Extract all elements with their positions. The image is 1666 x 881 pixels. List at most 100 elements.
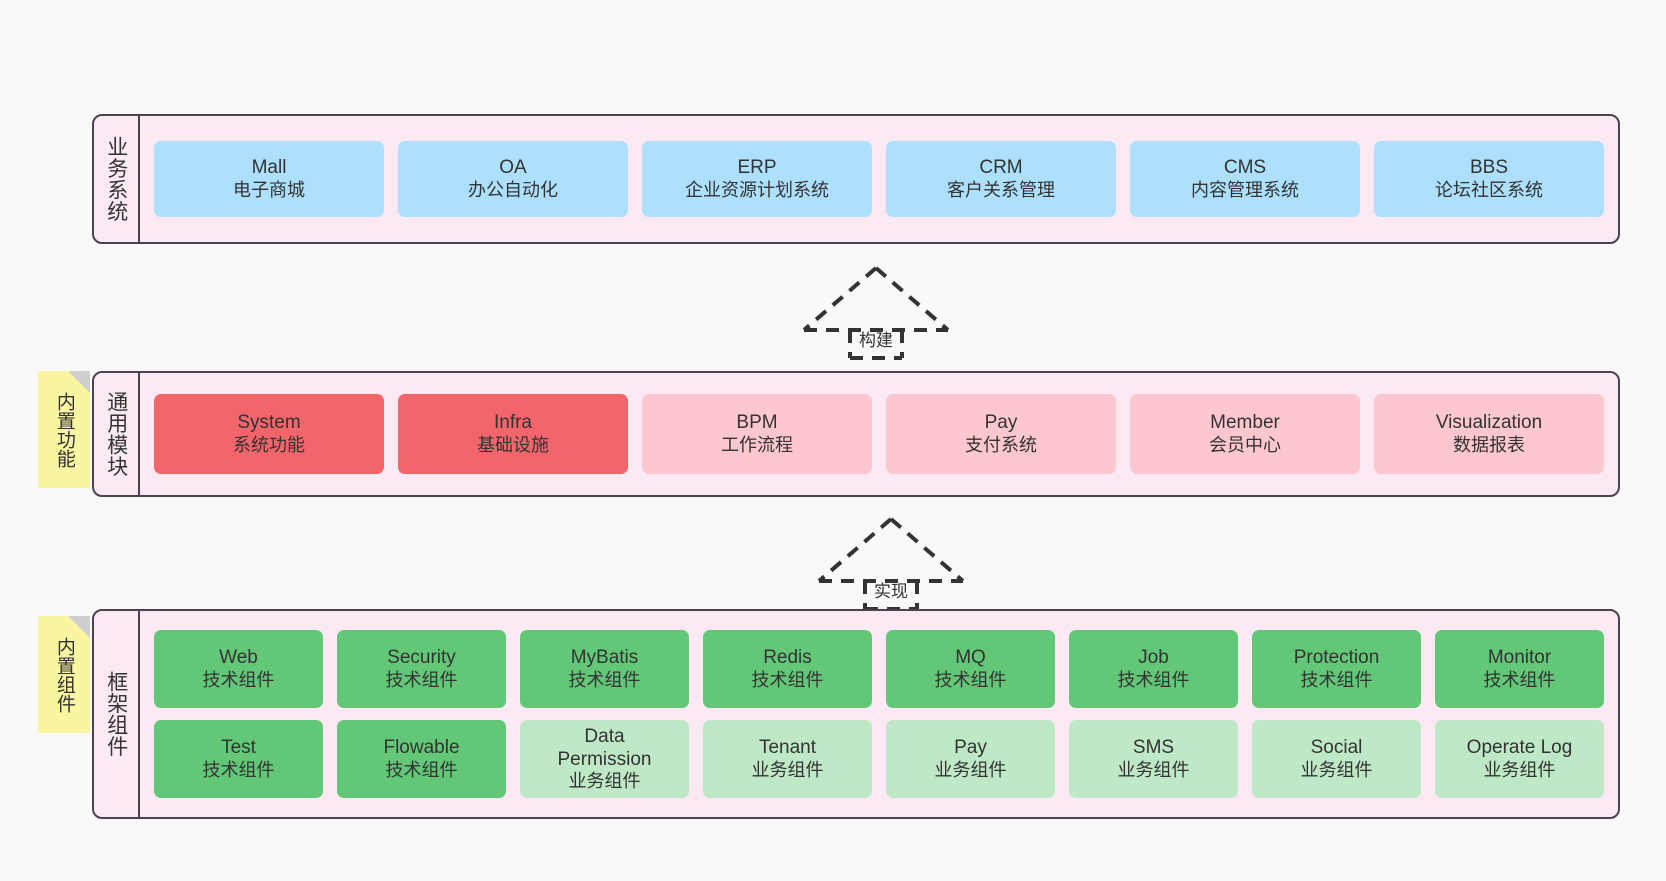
card-subtitle: 数据报表: [1453, 434, 1525, 455]
card-visualization[interactable]: Visualization 数据报表: [1374, 394, 1604, 474]
card-title: Redis: [763, 647, 812, 669]
note-fold-corner-icon: [68, 371, 90, 393]
card-subtitle: 业务组件: [934, 759, 1007, 780]
layer-business-system: 业务系统 Mall 电子商城 OA 办公自动化 ERP 企业资源计划系统 CRM…: [92, 114, 1620, 244]
card-monitor[interactable]: Monitor 技术组件: [1435, 630, 1604, 708]
layer-body-business-system: Mall 电子商城 OA 办公自动化 ERP 企业资源计划系统 CRM 客户关系…: [140, 116, 1618, 242]
card-title: MyBatis: [570, 647, 639, 669]
card-mall[interactable]: Mall 电子商城: [154, 141, 384, 217]
card-erp[interactable]: ERP 企业资源计划系统: [642, 141, 872, 217]
card-subtitle: 办公自动化: [468, 179, 558, 200]
card-subtitle: 客户关系管理: [947, 179, 1055, 200]
card-title: ERP: [737, 157, 777, 179]
card-subtitle: 业务组件: [751, 759, 824, 780]
connector-implement: 实现: [815, 515, 967, 611]
card-mq[interactable]: MQ 技术组件: [886, 630, 1055, 708]
card-data-permission[interactable]: Data Permission 业务组件: [520, 720, 689, 798]
card-test[interactable]: Test 技术组件: [154, 720, 323, 798]
card-tenant[interactable]: Tenant 业务组件: [703, 720, 872, 798]
card-subtitle: 技术组件: [385, 669, 458, 690]
card-flowable[interactable]: Flowable 技术组件: [337, 720, 506, 798]
card-row: Test 技术组件 Flowable 技术组件 Data Permission …: [154, 720, 1604, 798]
card-title: Operate Log: [1466, 737, 1573, 759]
card-title: Visualization: [1435, 412, 1543, 434]
card-web[interactable]: Web 技术组件: [154, 630, 323, 708]
card-redis[interactable]: Redis 技术组件: [703, 630, 872, 708]
card-subtitle: 技术组件: [1300, 669, 1373, 690]
card-title: CMS: [1223, 157, 1267, 179]
card-pay-component[interactable]: Pay 业务组件: [886, 720, 1055, 798]
card-title: Infra: [493, 412, 533, 434]
card-sms[interactable]: SMS 业务组件: [1069, 720, 1238, 798]
card-title: Mall: [251, 157, 287, 179]
card-subtitle: 业务组件: [1483, 759, 1556, 780]
card-title: Monitor: [1487, 647, 1552, 669]
card-title: Flowable: [383, 737, 460, 759]
card-subtitle: 基础设施: [477, 434, 549, 455]
card-title: Web: [219, 647, 258, 669]
card-subtitle: 技术组件: [934, 669, 1007, 690]
card-subtitle: 技术组件: [568, 669, 641, 690]
card-title: Security: [387, 647, 456, 669]
card-subtitle: 业务组件: [1300, 759, 1373, 780]
card-security[interactable]: Security 技术组件: [337, 630, 506, 708]
card-subtitle: 技术组件: [202, 669, 275, 690]
card-title: CRM: [979, 157, 1023, 179]
card-cms[interactable]: CMS 内容管理系统: [1130, 141, 1360, 217]
card-title: MQ: [955, 647, 986, 669]
card-pay[interactable]: Pay 支付系统: [886, 394, 1116, 474]
note-builtin-features: 内置功能: [38, 371, 90, 488]
card-row: Mall 电子商城 OA 办公自动化 ERP 企业资源计划系统 CRM 客户关系…: [154, 141, 1604, 217]
card-subtitle: 技术组件: [385, 759, 458, 780]
card-title: Tenant: [758, 737, 817, 759]
layer-title-common-module: 通用模块: [94, 373, 140, 495]
card-subtitle: 会员中心: [1209, 434, 1281, 455]
card-subtitle: 技术组件: [1117, 669, 1190, 690]
card-title: Member: [1210, 412, 1280, 434]
note-label: 内置功能: [53, 391, 75, 468]
card-bbs[interactable]: BBS 论坛社区系统: [1374, 141, 1604, 217]
connector-build: 构建: [800, 264, 952, 360]
card-subtitle: 支付系统: [965, 434, 1037, 455]
card-title: OA: [499, 157, 527, 179]
note-label: 内置组件: [53, 636, 75, 713]
card-subtitle: 技术组件: [202, 759, 275, 780]
card-operate-log[interactable]: Operate Log 业务组件: [1435, 720, 1604, 798]
card-protection[interactable]: Protection 技术组件: [1252, 630, 1421, 708]
generalization-arrow-icon: [802, 266, 950, 360]
layer-common-module: 通用模块 System 系统功能 Infra 基础设施 BPM 工作流程 Pay…: [92, 371, 1620, 497]
card-crm[interactable]: CRM 客户关系管理: [886, 141, 1116, 217]
note-fold-corner-icon: [68, 616, 90, 638]
card-mybatis[interactable]: MyBatis 技术组件: [520, 630, 689, 708]
layer-body-common-module: System 系统功能 Infra 基础设施 BPM 工作流程 Pay 支付系统…: [140, 373, 1618, 495]
connector-label: 实现: [874, 582, 908, 601]
card-subtitle: 技术组件: [751, 669, 824, 690]
card-infra[interactable]: Infra 基础设施: [398, 394, 628, 474]
card-subtitle: 系统功能: [233, 434, 305, 455]
card-title: Social: [1310, 737, 1363, 759]
layer-body-framework-component: Web 技术组件 Security 技术组件 MyBatis 技术组件 Redi…: [140, 611, 1618, 817]
card-subtitle: 企业资源计划系统: [685, 179, 829, 200]
card-member[interactable]: Member 会员中心: [1130, 394, 1360, 474]
card-subtitle: 技术组件: [1483, 669, 1556, 690]
layer-title-framework-component: 框架组件: [94, 611, 140, 817]
layer-title-business-system: 业务系统: [94, 116, 140, 242]
card-bpm[interactable]: BPM 工作流程: [642, 394, 872, 474]
card-social[interactable]: Social 业务组件: [1252, 720, 1421, 798]
card-system[interactable]: System 系统功能: [154, 394, 384, 474]
card-title: BBS: [1469, 157, 1509, 179]
card-title: Job: [1138, 647, 1169, 669]
card-row: Web 技术组件 Security 技术组件 MyBatis 技术组件 Redi…: [154, 630, 1604, 708]
card-subtitle: 电子商城: [233, 179, 305, 200]
card-oa[interactable]: OA 办公自动化: [398, 141, 628, 217]
card-title: SMS: [1132, 737, 1175, 759]
card-job[interactable]: Job 技术组件: [1069, 630, 1238, 708]
connector-label: 构建: [859, 331, 893, 350]
card-subtitle: 业务组件: [1117, 759, 1190, 780]
card-title: Pay: [984, 412, 1018, 434]
note-builtin-components: 内置组件: [38, 616, 90, 733]
card-row: System 系统功能 Infra 基础设施 BPM 工作流程 Pay 支付系统…: [154, 394, 1604, 474]
card-subtitle: 工作流程: [721, 434, 793, 455]
card-title: System: [237, 412, 301, 434]
